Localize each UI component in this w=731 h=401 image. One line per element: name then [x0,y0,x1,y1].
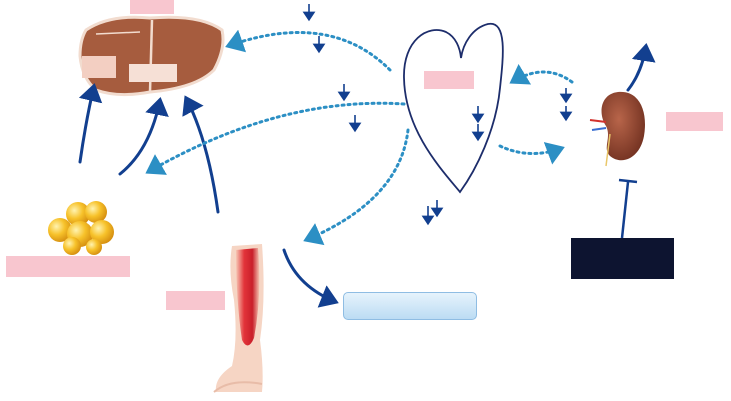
dotted-arrows [145,29,574,246]
dotted-kidney-to-heart [509,63,574,85]
leg-muscle-illustration [213,244,264,393]
arrow-muscle-to-box [282,248,339,308]
small-arrows [302,4,573,226]
arrow-kidney-out [626,43,656,92]
label-liver-top [130,0,174,14]
label-liver-left [82,56,116,78]
dotted-heart-to-kidney [498,142,565,165]
dotted-heart-to-adipose [145,101,406,175]
label-heart [424,71,474,89]
arrow-adipose-to-liver-left [78,83,103,164]
dotted-heart-to-liver [225,29,392,72]
solid-arrows [78,43,656,308]
label-adipose [6,256,130,277]
arrow-muscle-to-liver [182,95,220,214]
target-box [343,292,477,320]
heart-outline [403,23,504,194]
arrow-adipose-to-liver-right [118,97,169,176]
dotted-heart-to-muscle [303,128,410,246]
label-muscle [166,291,225,310]
label-kidney [666,112,723,131]
adipose-cells [48,201,114,255]
label-liver-middle [129,64,177,82]
inhibition-line [618,178,638,239]
kidney-illustration [589,91,645,167]
inhibitor-box [571,238,674,279]
